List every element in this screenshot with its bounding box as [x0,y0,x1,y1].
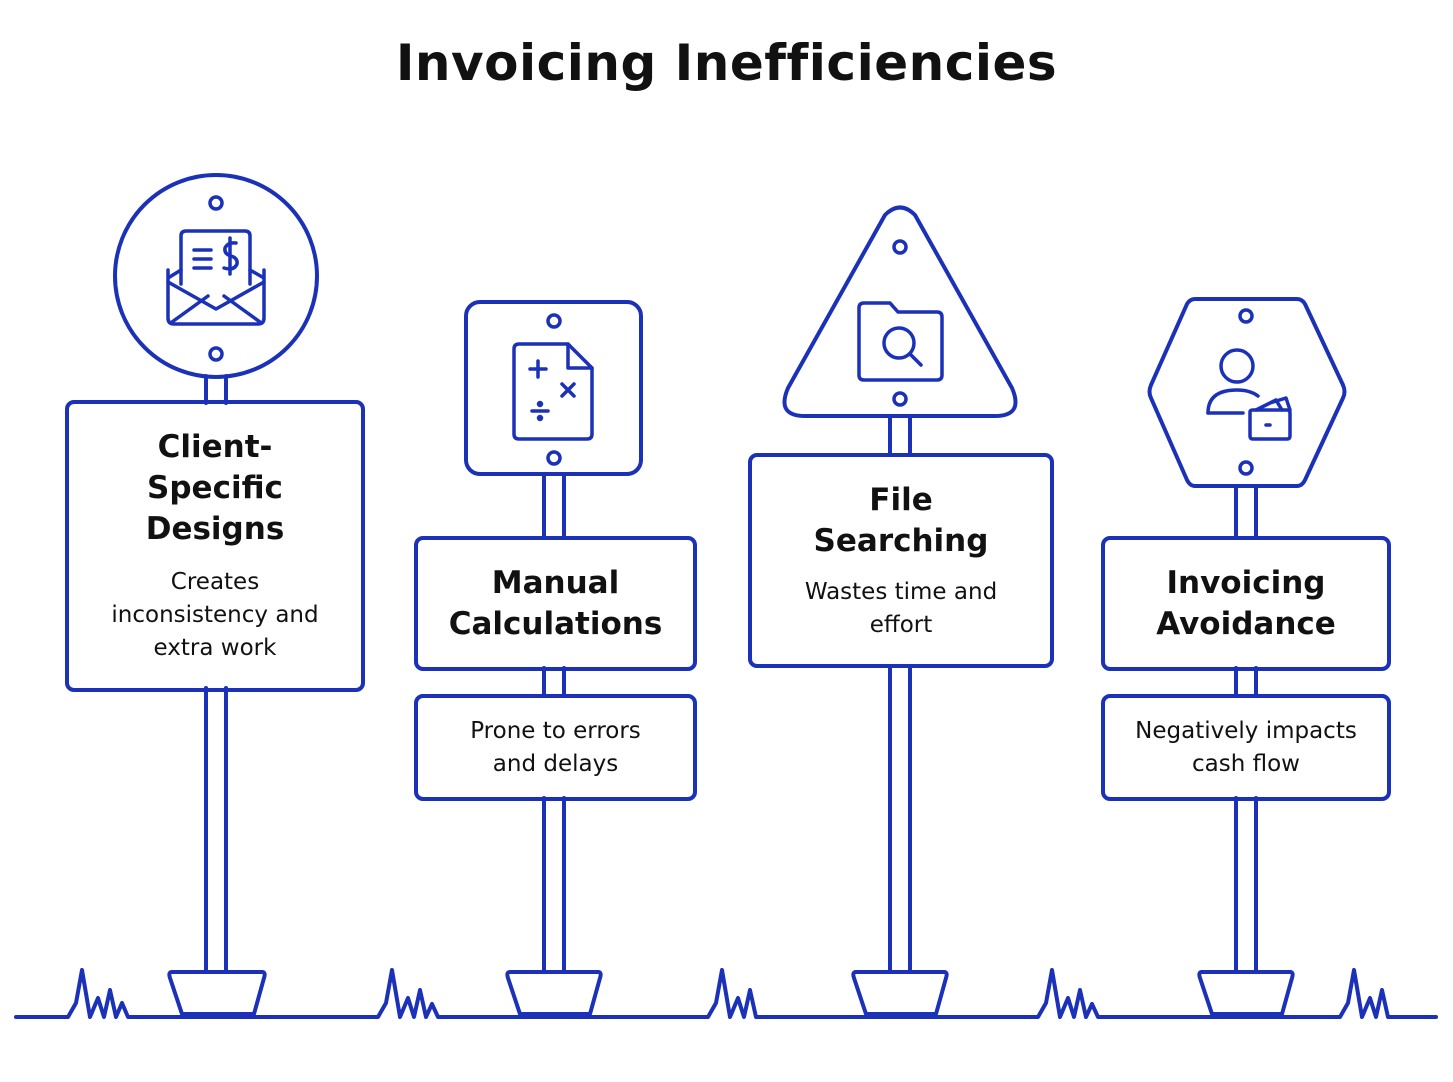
sign-description-file-searching: Wastes time and effort [804,578,998,638]
bolt-top [546,313,562,329]
sign-client-specific-designs [65,173,365,1016]
heading-panel [1101,536,1391,671]
heading-panel [414,536,697,671]
sign-post [204,686,228,972]
sign-description-manual-calculations: Prone to errors and delays [470,717,641,777]
sign-manual-calculations [414,300,697,1016]
sign-1-text-group: Client- Specific Designs Creates inconsi… [69,404,361,688]
ground [14,968,1438,1019]
folder-search-icon [857,301,944,382]
sign-base [505,970,603,1016]
sign-base [851,970,949,1016]
sign-post [542,472,566,972]
sign-description-invoicing-avoidance: Negatively impacts cash flow [1135,717,1357,777]
bolt-bottom [546,450,562,466]
sign-2-heading-box: Manual Calculations [418,540,693,667]
sign-2-description-box: Prone to errors and delays [418,698,693,797]
circle-sign [113,173,319,379]
page-title: Invoicing Inefficiencies [395,34,1058,92]
sign-description-client-specific-designs: Creates inconsistency and extra work [111,569,319,661]
sign-heading-file-searching: File Searching [813,481,989,559]
heading-panel [65,400,365,692]
bolt-top [208,195,224,211]
sign-heading-invoicing-avoidance: Invoicing Avoidance [1156,564,1336,642]
ground-line [14,968,1438,1019]
sign-post [1234,484,1258,972]
sign-post [888,414,912,972]
sign-file-searching [748,205,1054,1016]
sign-heading-manual-calculations: Manual Calculations [448,564,663,642]
sign-4-description-box: Negatively impacts cash flow [1105,698,1387,797]
sign-4-heading-box: Invoicing Avoidance [1105,540,1387,667]
bolt-bottom [1238,460,1254,476]
bolt-bottom [892,391,908,407]
bolt-top [892,239,908,255]
invoice-envelope-icon [166,229,266,326]
hexagon-sign [1147,297,1347,488]
sign-3-text-group: File Searching Wastes time and effort [752,457,1050,664]
sign-heading-client-specific-designs: Client- Specific Designs [145,429,285,547]
sign-invoicing-avoidance [1101,297,1391,1016]
heading-panel [748,453,1054,668]
calculation-document-icon [512,342,594,441]
description-panel [1101,694,1391,801]
triangle-sign [782,205,1018,418]
sign-base [1197,970,1295,1016]
description-panel [414,694,697,801]
bolt-bottom [208,346,224,362]
bolt-top [1238,308,1254,324]
sign-base [167,970,267,1016]
square-sign [464,300,643,476]
user-wallet-icon [1206,348,1292,441]
sign-post-neck [204,374,228,405]
